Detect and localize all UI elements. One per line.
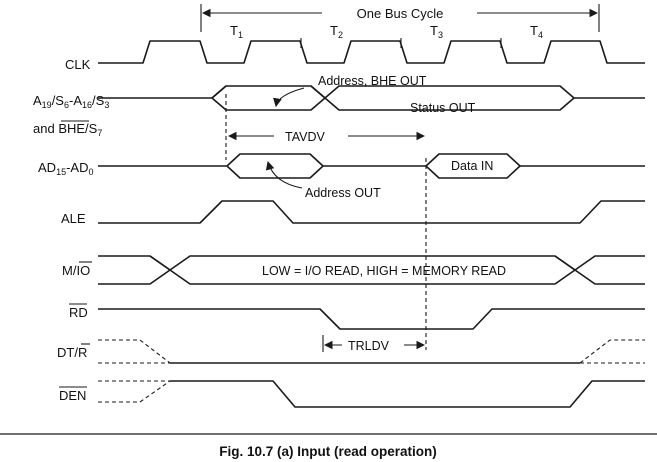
address-status-label: A19/S6-A16/S3 (33, 93, 109, 110)
t-state-labels: T1 T2 T3 T4 (230, 23, 543, 48)
figure-caption: Fig. 10.7 (a) Input (read operation) (219, 444, 437, 459)
data-in-note: Data IN (451, 159, 493, 173)
address-bhe-out-note: Address, BHE OUT (318, 74, 427, 88)
rd-label: RD (69, 305, 88, 320)
bus-cycle-label: One Bus Cycle (357, 6, 444, 21)
address-out-arrow (265, 160, 303, 189)
ad-bus-waveform (98, 153, 645, 179)
ad-bus-label: AD15-AD0 (38, 160, 93, 177)
t2-label: T2 (330, 23, 343, 40)
t3-label: T3 (430, 23, 443, 40)
clk-label: CLK (65, 57, 91, 72)
t4-label: T4 (530, 23, 543, 40)
dtr-waveform (98, 339, 645, 364)
trldv-label: TRLDV (348, 339, 390, 353)
mio-note: LOW = I/O READ, HIGH = MEMORY READ (262, 264, 506, 278)
dtr-label: DT/R (57, 345, 87, 360)
address-out-note: Address OUT (305, 186, 381, 200)
t1-label: T1 (230, 23, 243, 40)
tavdv-label: TAVDV (285, 130, 325, 144)
address-bhe-arrow (273, 87, 305, 108)
status-out-note: Status OUT (410, 101, 476, 115)
mio-label: M/IO (62, 263, 90, 278)
address-status-waveform (98, 85, 645, 111)
bhe-status-label: and BHE/S7 (33, 121, 102, 138)
rd-waveform (98, 308, 645, 330)
ale-label: ALE (61, 211, 86, 226)
bus-cycle-span: One Bus Cycle (200, 4, 600, 32)
mio-waveform (98, 255, 645, 285)
ale-waveform (98, 200, 645, 224)
den-waveform (98, 380, 645, 408)
clk-waveform (98, 40, 645, 64)
den-label: DEN (59, 388, 86, 403)
